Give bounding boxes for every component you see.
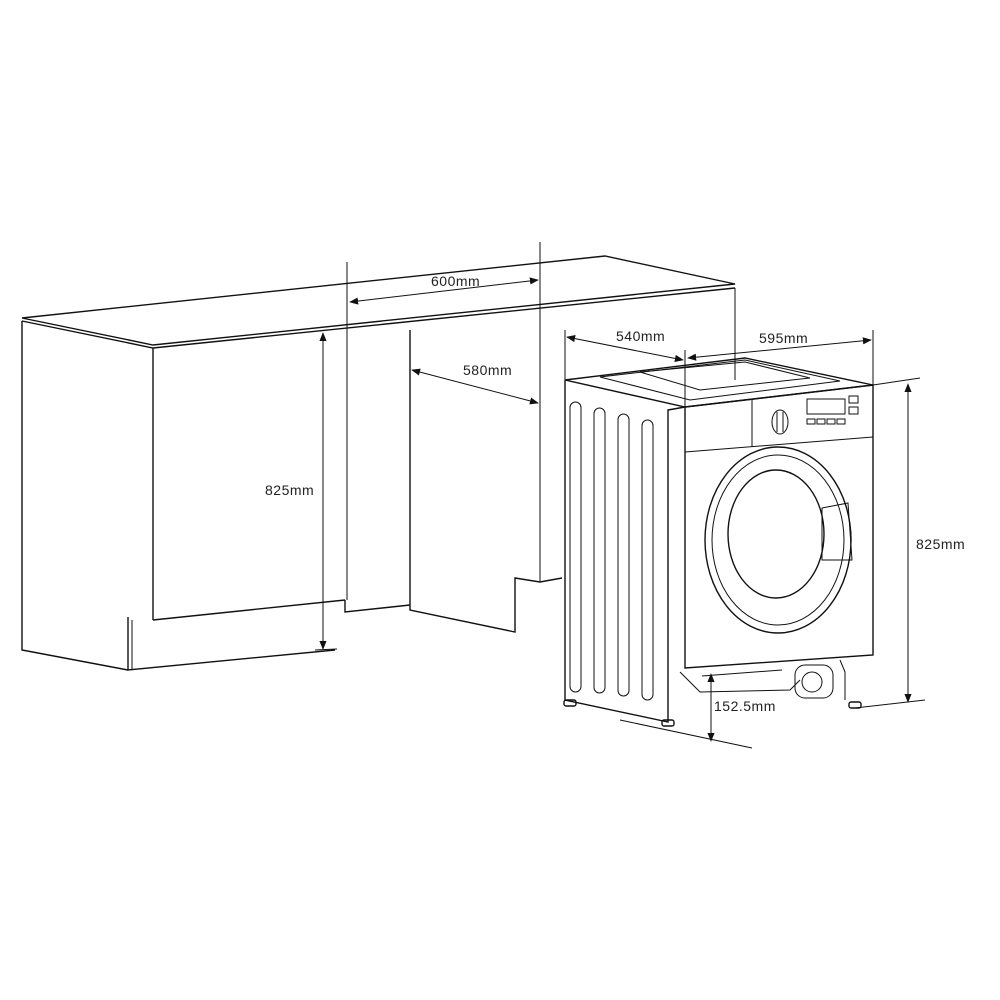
door-glass (727, 469, 825, 599)
label-152-5: 152.5mm (714, 698, 776, 714)
dim-540-arrow (566, 335, 684, 362)
door-ring (704, 446, 852, 634)
washing-machine (563, 357, 874, 727)
program-knob-icon (771, 409, 789, 435)
dim-600-arrow (349, 277, 539, 305)
label-595: 595mm (759, 330, 809, 346)
display-panel (806, 398, 846, 415)
dimension-lines (314, 242, 926, 749)
label-600: 600mm (431, 273, 481, 289)
dim-580-arrow (411, 368, 539, 405)
dim-595-arrow (687, 337, 872, 361)
label-580: 580mm (463, 362, 513, 378)
label-825-appliance: 825mm (916, 536, 966, 552)
label-825-cabinet: 825mm (265, 482, 315, 498)
drain-filter (794, 664, 834, 699)
label-540: 540mm (616, 328, 666, 344)
kitchen-cabinet (21, 255, 736, 671)
